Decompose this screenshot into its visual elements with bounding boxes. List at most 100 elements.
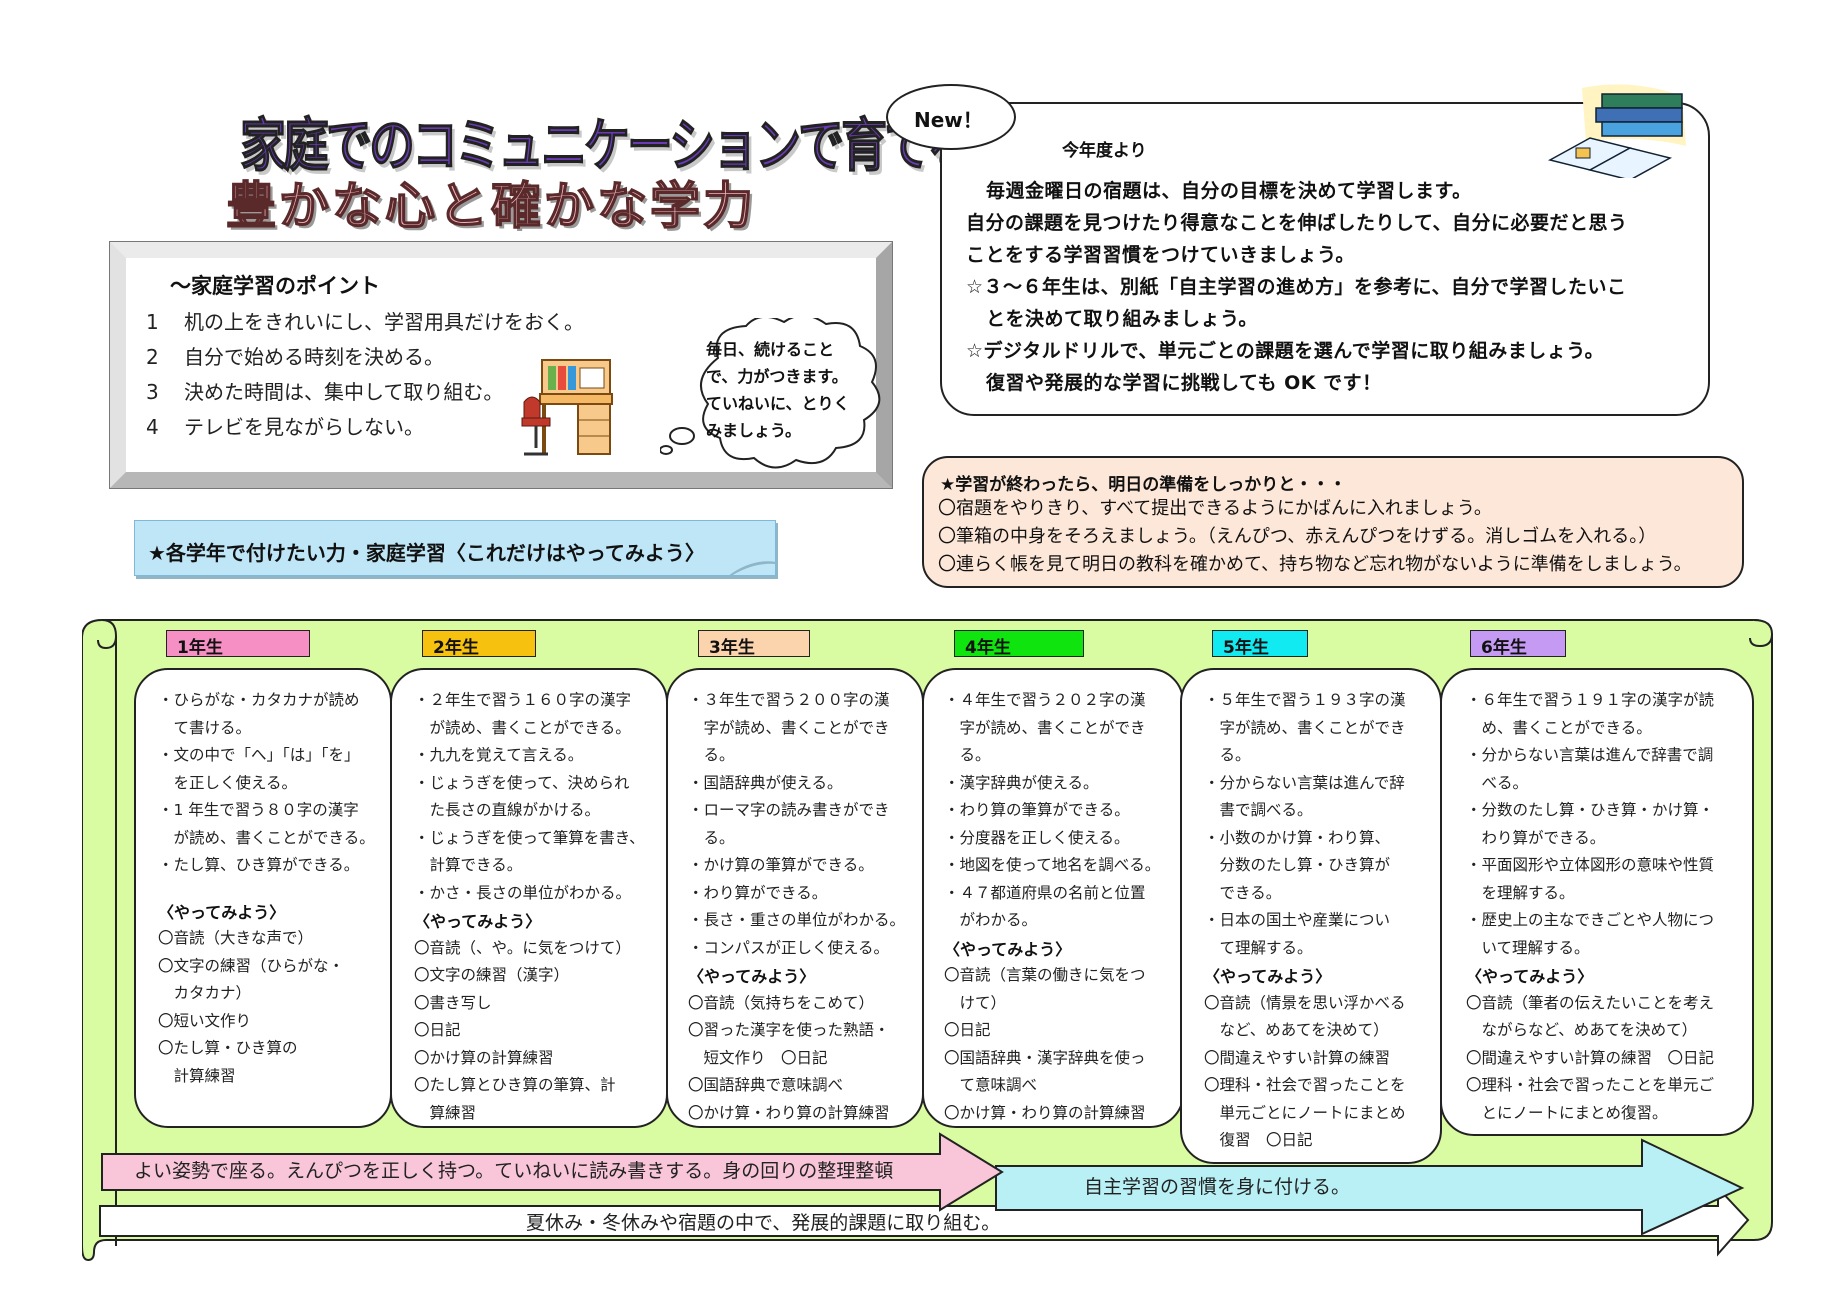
grade-card-5: [1180, 668, 1442, 1164]
thought-bubble: [660, 318, 881, 469]
grade-card-line: ・ローマ字の読み書きができ: [688, 801, 890, 819]
grade-card-line: 計算できる。: [414, 856, 523, 874]
grade-card-6: [1440, 668, 1754, 1136]
grade-card-line: ・４７都道府県の名前と位置: [944, 883, 1146, 902]
grade-card-line: ・分度器を正しく使える。: [944, 828, 1130, 847]
new-line: ☆３～６年生は、別紙「自主学習の進め方」を参考に、自分で学習したいこ: [966, 276, 1627, 298]
grade-card-line: ・平面図形や立体図形の意味や性質: [1466, 856, 1715, 874]
grade-card-line: ・分からない言葉は進んで辞書で調: [1466, 746, 1714, 764]
grade-card-line: ・コンパスが正しく使える。: [688, 938, 890, 957]
grade-card-line: ・わり算ができる。: [688, 883, 828, 902]
prep-title: ★学習が終わったら、明日の準備をしっかりと・・・: [940, 475, 1347, 495]
grade-card-line: ・分数のたし算・ひき算・かけ算・: [1466, 801, 1715, 819]
grade-card-line: ・歴史上の主なできごとや人物につ: [1466, 911, 1715, 929]
grade-card-1: [134, 668, 392, 1128]
grade-card-line: 〈やってみよう〉: [158, 902, 286, 922]
grade-card-line: 字が読め、書くことができ: [1204, 718, 1406, 737]
grade-card-line: 復習 〇日記: [1204, 1131, 1313, 1149]
grade-card-line: を理解する。: [1466, 883, 1575, 902]
grade-card-line: 〇音読（、や。に気をつけて）: [414, 938, 631, 957]
grade-card-line: が読め、書くことができる。: [158, 828, 375, 847]
grade-card-line: 〈やってみよう〉: [944, 939, 1072, 959]
grade-card-line: る。: [688, 746, 735, 764]
grade-card-line: ・じょうぎを使って、決められ: [414, 773, 630, 792]
grade-card-line: ・かさ・長さの単位がわかる。: [414, 883, 632, 902]
grade-card-line: る。: [688, 828, 735, 847]
grade-card-line: ・２年生で習う１６０字の漢字: [414, 691, 632, 709]
grade-card-line: 〇書き写し: [414, 993, 492, 1012]
grade-card-line: ・かけ算の筆算ができる。: [688, 856, 874, 874]
grade-card-line: 計算練習: [158, 1066, 236, 1085]
grade-card-line: がわかる。: [944, 911, 1038, 929]
grade-card-line: 算練習: [414, 1103, 477, 1122]
grade-card-line: わり算ができる。: [1466, 828, 1606, 847]
grade-card-line: ・小数のかけ算・わり算、: [1204, 828, 1391, 847]
grade-card-line: 短文作り 〇日記: [688, 1048, 828, 1067]
grade-card-line: 書で調べる。: [1204, 801, 1313, 819]
grade-card-line: 〇音読（気持ちをこめて）: [688, 993, 875, 1012]
books-icon: [1547, 84, 1686, 178]
grade-card-line: 〇文字の練習（漢字）: [414, 966, 570, 984]
grade-tag-3: 3年生: [698, 630, 810, 658]
prep-line: 〇宿題をやりきり、すべて提出できるようにかばんに入れましょう。: [938, 498, 1492, 519]
grade-card-line: けて）: [944, 993, 1007, 1012]
grade-card-line: 〇音読（情景を思い浮かべる: [1204, 993, 1406, 1012]
grade-card-line: 〇文字の練習（ひらがな・: [158, 956, 345, 975]
grade-card-line: ・６年生で習う１９１字の漢字が読: [1466, 691, 1715, 709]
grade-card-line: 字が読め、書くことができ: [688, 718, 890, 737]
grade-card-line: を正しく使える。: [158, 773, 298, 792]
grade-card-line: ・５年生で習う１９３字の漢: [1204, 691, 1406, 709]
new-badge: [886, 84, 1016, 150]
grade-banner: [134, 520, 776, 576]
grade-card-line: ・漢字辞典が使える。: [944, 773, 1099, 792]
grade-tag-6: 6年生: [1470, 630, 1566, 658]
grade-card-line: 〈やってみよう〉: [414, 912, 542, 931]
grade-card-line: め、書くことができる。: [1466, 718, 1652, 737]
new-line: とを決めて取り組みましょう。: [986, 308, 1258, 330]
grade-card-4: [922, 668, 1184, 1128]
banner-fold-shape: [728, 561, 776, 578]
page-title-line2: 豊かな心と確かな学力: [225, 176, 756, 236]
new-line: ことをする学習習慣をつけていきましょう。: [966, 244, 1355, 266]
grade-card-line: 〇音読（筆者の伝えたいことを考え: [1466, 993, 1715, 1012]
points-title: ～家庭学習のポイント: [170, 274, 380, 298]
study-desk-icon: [521, 359, 613, 456]
grade-card-line: ・４年生で習う２０２字の漢: [944, 691, 1146, 709]
bubble-text: 毎日、続けること で、力がつきます。 ていねいに、とりく みましょう。: [706, 340, 850, 440]
grade-card-line: 単元ごとにノートにまとめ: [1204, 1103, 1406, 1122]
arrow-text-self-study: 自主学習の習慣を身に付ける。: [1084, 1176, 1351, 1198]
new-line: ☆デジタルドリルで、単元ごとの課題を選んで学習に取り組みましょう。: [966, 340, 1605, 362]
grade-tag-4: 4年生: [954, 630, 1084, 658]
grade-card-line: 分数のたし算・ひき算が: [1204, 856, 1391, 874]
grade-card-line: 〇たし算・ひき算の: [158, 1039, 298, 1057]
grade-card-line: た長さの直線がかける。: [414, 801, 601, 819]
grade-card-line: が読め、書くことができる。: [414, 718, 631, 737]
grade-card-line: ・1 年生で習う８０字の漢字: [158, 801, 359, 819]
grade-card-line: る。: [944, 746, 991, 764]
grade-card-line: 〇間違えやすい計算の練習 〇日記: [1466, 1048, 1715, 1067]
prep-box: [922, 456, 1744, 588]
grade-card-line: 〇理科・社会で習ったことを単元ご: [1466, 1076, 1715, 1094]
grade-card-line: ・ひらがな・カタカナが読め: [158, 691, 360, 709]
grade-card-line: 〈やってみよう〉: [1204, 967, 1332, 986]
grade-card-line: ・わり算の筆算ができる。: [944, 801, 1130, 819]
grade-card-line: ・じょうぎを使って筆算を書き、: [414, 828, 645, 847]
progress-arrows: [99, 1132, 1750, 1257]
grade-card-line: て意味調べ: [944, 1076, 1038, 1094]
grade-card-line: 〇短い文作り: [158, 1011, 252, 1030]
grade-card-line: 〇音読（言葉の働きに気をつ: [944, 966, 1146, 984]
grade-card-line: 〇国語辞典で意味調べ: [688, 1076, 844, 1094]
arrow-text-holidays: 夏休み・冬休みや宿題の中で、発展的課題に取り組む。: [526, 1212, 1001, 1234]
grade-card-line: とにノートにまとめ復習。: [1466, 1103, 1668, 1122]
grade-card-line: ・日本の国土や産業につい: [1204, 911, 1391, 929]
grade-card-line: 字が読め、書くことができ: [944, 718, 1146, 737]
grade-card-line: 〈やってみよう〉: [688, 967, 816, 986]
grade-card-line: 〇かけ算・わり算の計算練習: [944, 1103, 1146, 1122]
grade-card-line: 〇習った漢字を使った熟語・: [688, 1021, 890, 1039]
grade-card-line: できる。: [1204, 883, 1282, 902]
grade-card-line: など、めあてを決めて）: [1204, 1021, 1389, 1039]
grade-card-2: [390, 668, 668, 1128]
new-line: 復習や発展的な学習に挑戦しても OK です！: [986, 372, 1382, 394]
